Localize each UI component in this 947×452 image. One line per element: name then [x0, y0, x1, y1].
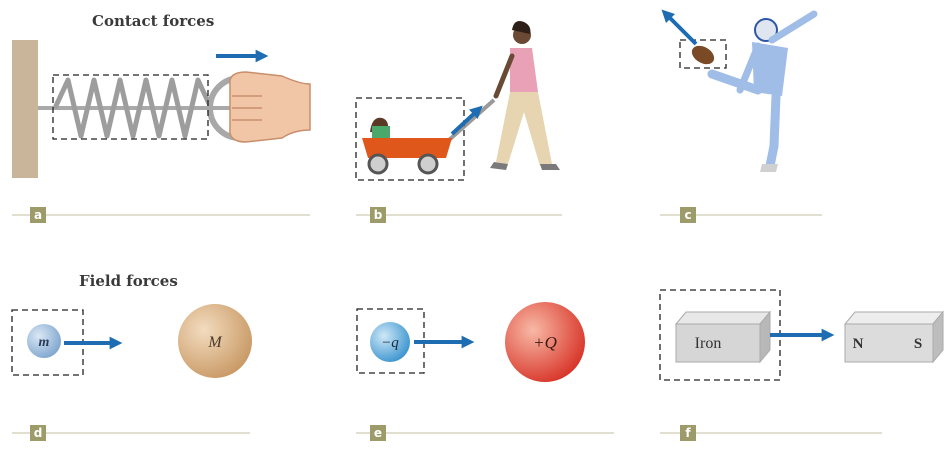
dashed-box-spring	[52, 74, 209, 140]
girl-arm	[493, 53, 515, 99]
panel-d-illustration	[11, 304, 252, 378]
small-mass	[27, 324, 61, 358]
panel-label-d: d	[30, 425, 46, 441]
small-mass-label: m	[39, 335, 50, 350]
panel-label-a: a	[30, 207, 46, 223]
girl-hair	[512, 21, 531, 34]
dashed-box-wagon	[355, 97, 465, 181]
iron-label: Iron	[695, 335, 722, 352]
panel-c-illustration	[661, 9, 818, 172]
force-arrow-b	[450, 105, 483, 136]
kicker-torso	[752, 42, 788, 96]
panel-a-illustration	[12, 40, 311, 178]
contact-forces-heading: Contact forces	[92, 12, 215, 30]
large-mass	[178, 304, 252, 378]
dashed-box-football	[679, 39, 727, 69]
kicker-shoe	[760, 164, 778, 172]
fist	[229, 71, 311, 143]
positive-charge	[505, 302, 585, 382]
force-arrow-c	[661, 9, 698, 46]
magnet-south-label: S	[914, 336, 922, 352]
girl-shoes	[490, 162, 560, 170]
panel-f-illustration	[659, 289, 945, 381]
positive-charge-label: +Q	[533, 333, 557, 352]
wagon-body	[362, 138, 452, 158]
kicker-helmet	[754, 18, 778, 42]
kicker-leg-kick	[707, 69, 763, 95]
iron-block	[674, 310, 772, 364]
panel-label-e: e	[370, 425, 386, 441]
divider-lines	[12, 214, 882, 434]
wagon-wheel-right	[417, 153, 439, 175]
girl-shirt	[510, 48, 538, 92]
panel-e-illustration	[356, 302, 585, 382]
panel-label-c: c	[680, 207, 696, 223]
kicker-leg-plant	[765, 91, 781, 171]
football	[691, 45, 715, 65]
negative-charge-label: −q	[381, 335, 399, 351]
panel-b-illustration	[355, 21, 560, 181]
wagon-wheel-left	[367, 153, 389, 175]
girl-pants	[496, 92, 552, 166]
field-forces-heading: Field forces	[79, 272, 178, 290]
panel-label-b: b	[370, 207, 386, 223]
bar-magnet	[843, 310, 945, 364]
magnet-north-label: N	[853, 336, 864, 352]
panel-label-f: f	[680, 425, 696, 441]
spring-coil	[52, 77, 214, 139]
dashed-box-charge	[356, 308, 425, 374]
negative-charge	[370, 322, 410, 362]
fist-fingers	[232, 95, 262, 121]
kicker-arm-up	[768, 10, 818, 44]
wall	[12, 40, 38, 178]
large-mass-label: M	[207, 334, 223, 351]
child-shirt	[372, 126, 390, 138]
